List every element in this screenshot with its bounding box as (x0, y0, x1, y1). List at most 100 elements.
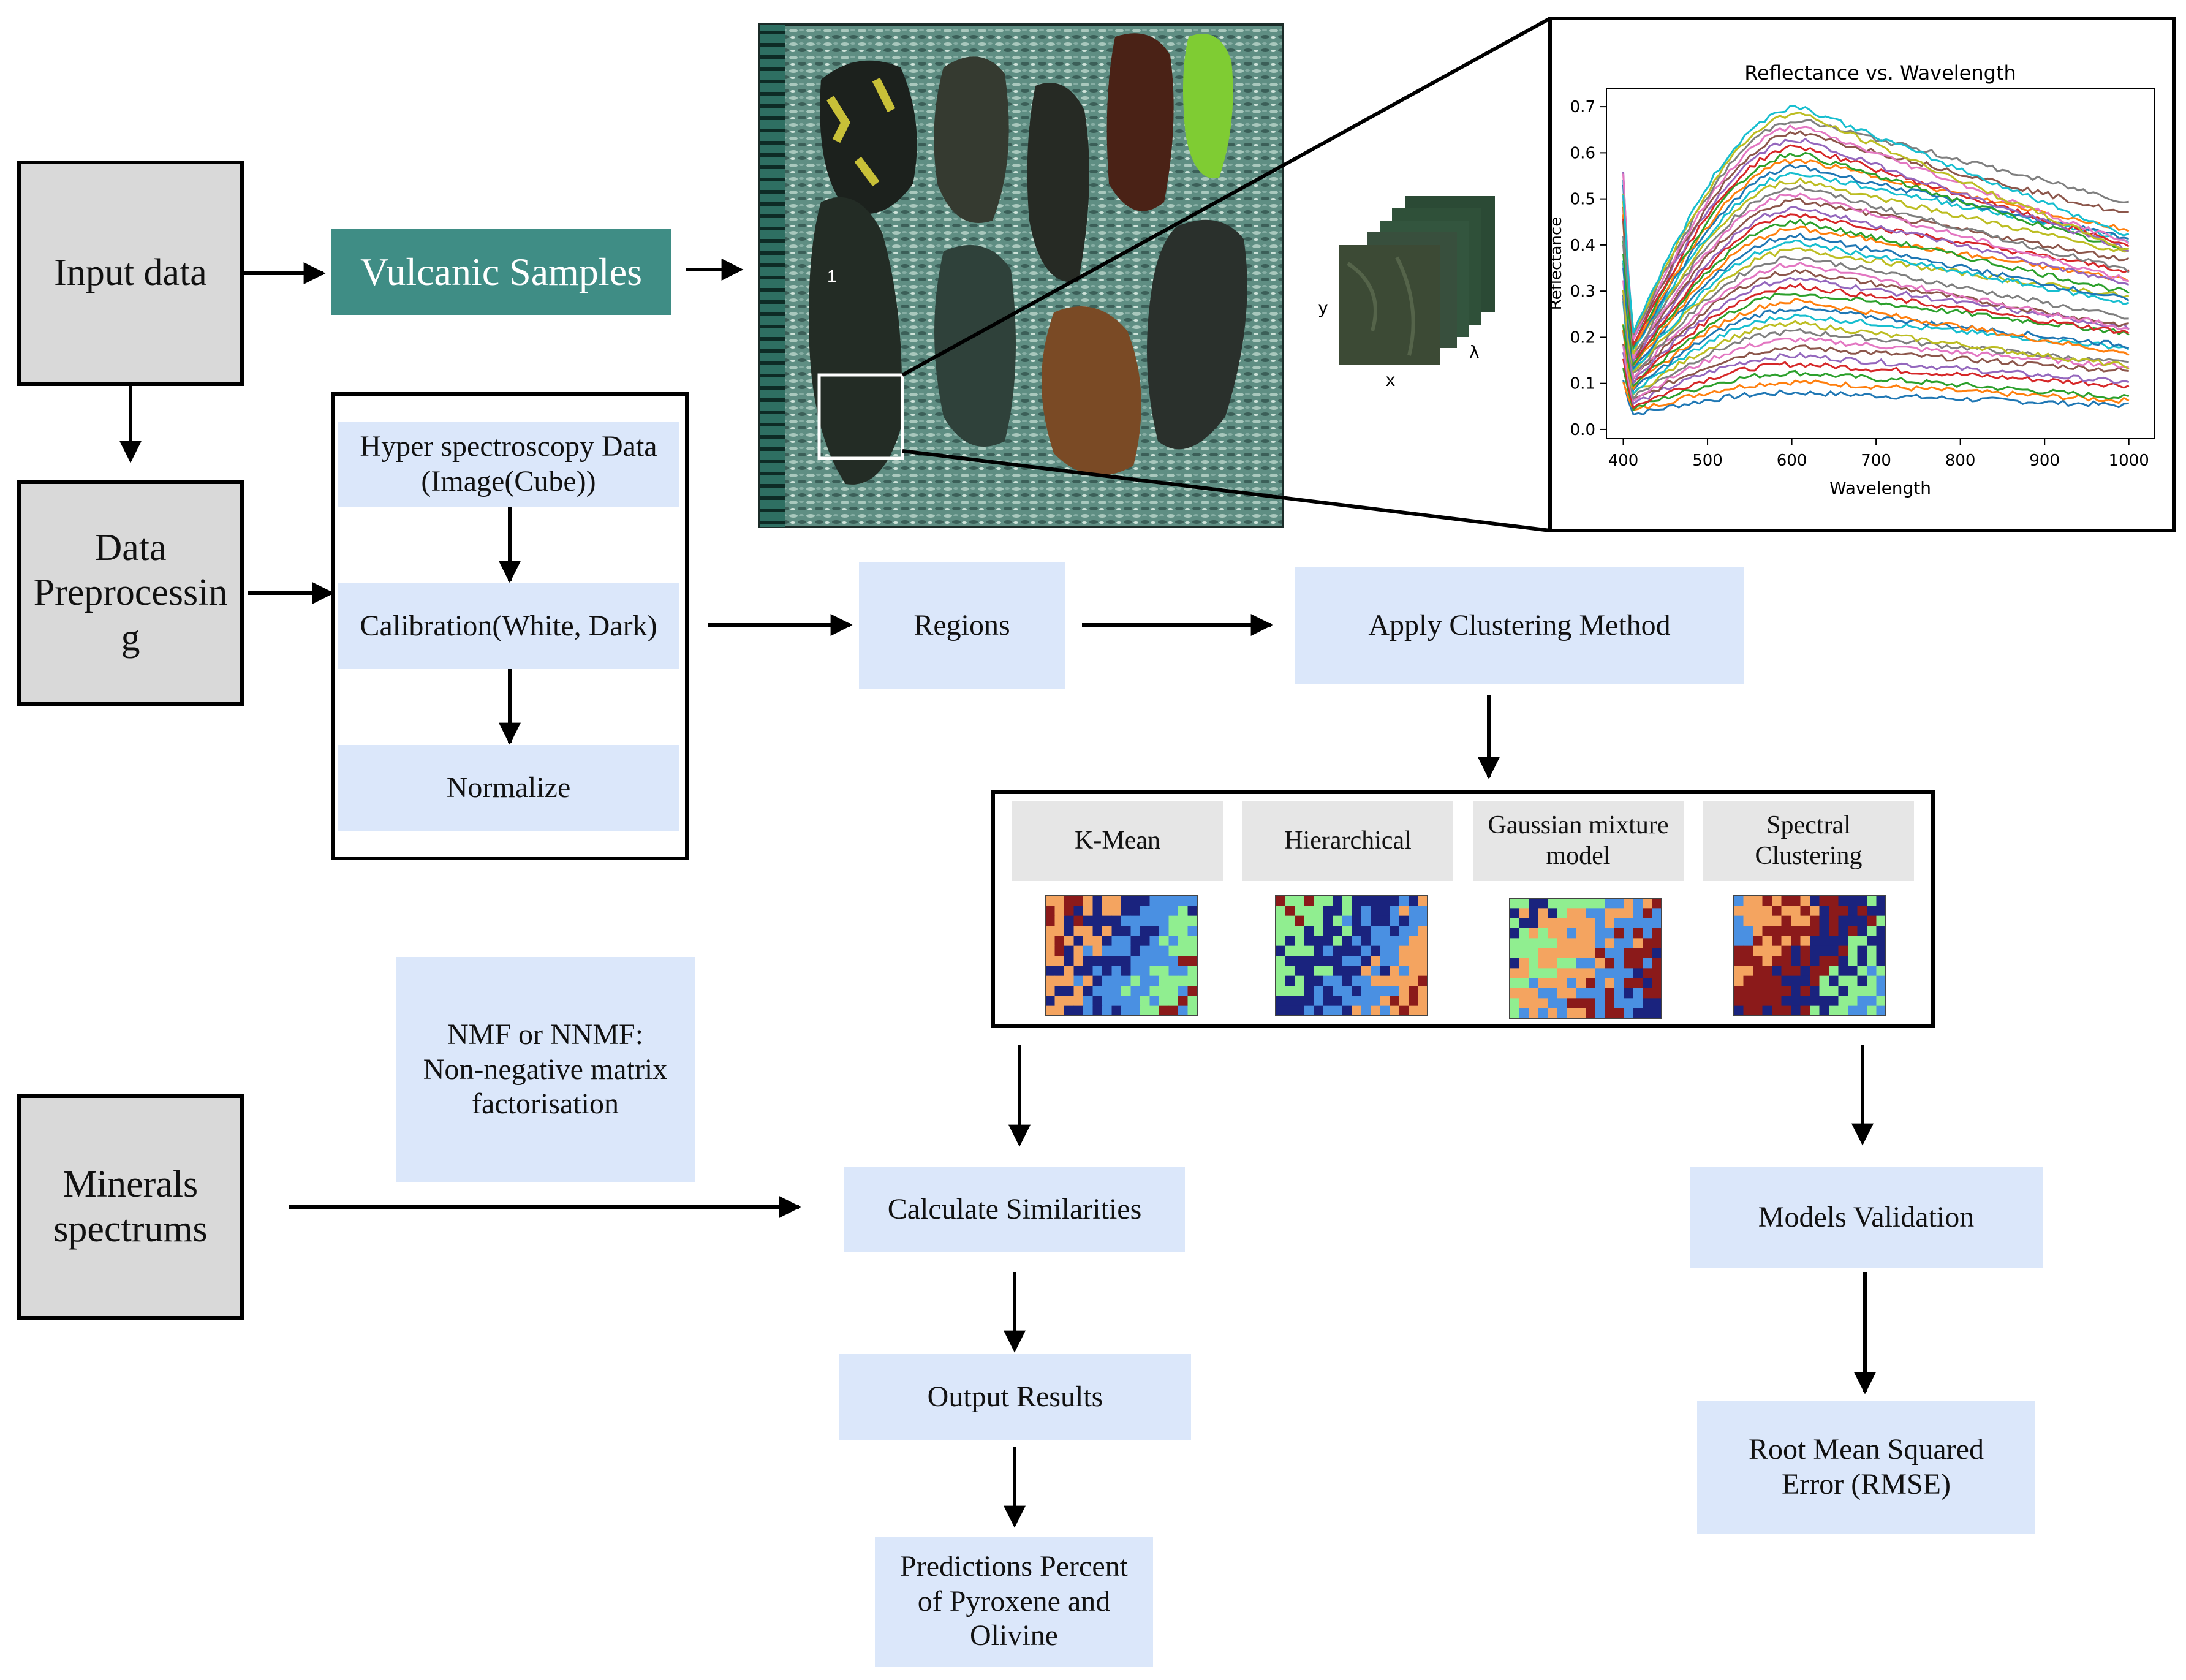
spectrum-series (1622, 295, 2130, 392)
cluster-cell (1791, 936, 1801, 947)
cluster-cell (1791, 915, 1801, 926)
cluster-cell (1819, 926, 1829, 936)
cluster-cell (1149, 986, 1160, 996)
cluster-cell (1734, 936, 1744, 947)
cluster-cell (1187, 986, 1198, 996)
cluster-maps (1045, 895, 1886, 1019)
cluster-cell (1772, 966, 1782, 977)
cluster-cell (1753, 945, 1763, 956)
cluster-cell (1538, 958, 1548, 969)
cluster-cell (1371, 936, 1381, 947)
cluster-cell (1295, 986, 1305, 996)
cluster-cell (1380, 936, 1390, 947)
cluster-cell (1102, 936, 1113, 947)
cluster-cell (1781, 896, 1791, 906)
cluster-cell (1168, 945, 1179, 956)
cluster-cell (1130, 986, 1141, 996)
cluster-cell (1848, 986, 1858, 996)
cluster-cell (1876, 966, 1886, 977)
cluster-cell (1876, 936, 1886, 947)
cluster-cell (1314, 896, 1324, 906)
cluster-cell (1295, 896, 1305, 906)
cluster-cell (1791, 986, 1801, 996)
cluster-cell (1614, 898, 1624, 909)
cluster-cell (1652, 978, 1662, 989)
cluster-cell (1781, 975, 1791, 986)
cluster-cell (1140, 906, 1151, 917)
cluster-cell (1791, 926, 1801, 936)
cluster-cell (1352, 975, 1362, 986)
cluster-cell (1380, 975, 1390, 986)
cluster-cell (1548, 998, 1558, 1009)
cluster-cell (1595, 958, 1605, 969)
cluster-cell (1643, 948, 1653, 959)
cluster-cell (1857, 926, 1867, 936)
y-axis-label: Reflectance (1547, 217, 1565, 310)
cluster-cell (1781, 966, 1791, 977)
cluster-cell (1342, 996, 1352, 1007)
cluster-cell (1734, 986, 1744, 996)
cluster-cell (1762, 975, 1772, 986)
cluster-cell (1102, 926, 1113, 936)
cluster-map-frame (1509, 898, 1662, 1019)
cluster-cell (1352, 936, 1362, 947)
spectrum-series (1622, 344, 2129, 401)
cluster-cell (1304, 966, 1314, 977)
cluster-cell (1652, 928, 1662, 939)
cluster-cell (1857, 915, 1867, 926)
cluster-cell (1187, 896, 1198, 906)
cluster-cell (1276, 996, 1286, 1007)
cluster-cell (1576, 908, 1586, 919)
cluster-cell (1557, 1008, 1567, 1019)
cluster-cell (1652, 908, 1662, 919)
cluster-cell (1643, 938, 1653, 949)
cluster-cell (1586, 948, 1596, 959)
cluster-cell (1187, 956, 1198, 966)
hypercube-icon: y x λ (1318, 196, 1495, 390)
cluster-cell (1418, 936, 1428, 947)
cluster-cell (1314, 915, 1324, 926)
cluster-cell (1130, 936, 1141, 947)
cluster-cell (1111, 956, 1122, 966)
cluster-cell (1867, 936, 1877, 947)
cluster-cell (1285, 975, 1295, 986)
cluster-cell (1064, 986, 1075, 996)
spectrum-series (1622, 159, 2130, 347)
cluster-cell (1557, 918, 1567, 929)
preprocessing-group-frame (331, 392, 689, 860)
cluster-cell (1064, 896, 1075, 906)
cluster-cell (1111, 915, 1122, 926)
cluster-cell (1772, 1005, 1782, 1016)
cluster-cell (1276, 975, 1286, 986)
cluster-cell (1743, 915, 1753, 926)
cluster-cell (1352, 915, 1362, 926)
cluster-cell (1314, 966, 1324, 977)
cluster-cell (1121, 945, 1132, 956)
spectrum-series (1622, 301, 2130, 396)
cluster-cell (1829, 915, 1839, 926)
y-tick-label: 0.2 (1570, 328, 1595, 347)
cluster-cell (1829, 996, 1839, 1007)
cluster-cell (1538, 978, 1548, 989)
cluster-cell (1652, 1008, 1662, 1019)
cluster-cell (1361, 986, 1371, 996)
cluster-cell (1409, 996, 1419, 1007)
cluster-cell (1304, 906, 1314, 917)
cluster-cell (1652, 948, 1662, 959)
cluster-cell (1510, 898, 1520, 909)
cluster-cell (1149, 936, 1160, 947)
cluster-cell (1073, 896, 1084, 906)
cluster-cell (1743, 945, 1753, 956)
cluster-cell (1876, 996, 1886, 1007)
cluster-cell (1800, 975, 1810, 986)
cluster-cell (1380, 915, 1390, 926)
cluster-cell (1838, 945, 1848, 956)
cluster-cell (1140, 996, 1151, 1007)
cluster-cell (1614, 988, 1624, 999)
cluster-cell (1857, 945, 1867, 956)
cluster-cell (1838, 956, 1848, 966)
cluster-cell (1753, 936, 1763, 947)
cluster-cell (1772, 996, 1782, 1007)
arrows (119, 259, 1876, 1528)
cluster-cell (1614, 968, 1624, 979)
